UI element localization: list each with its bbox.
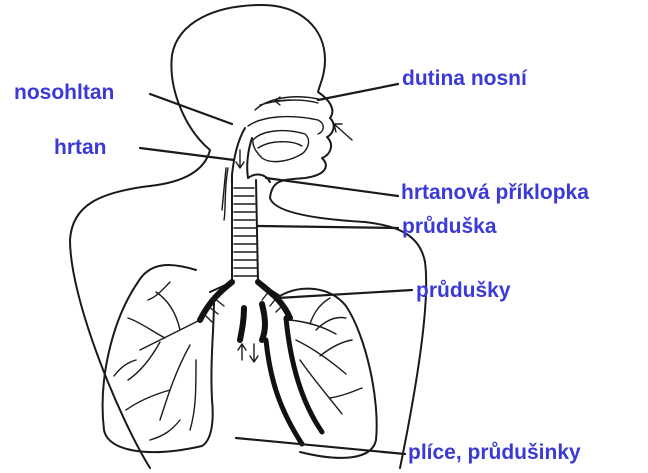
label-hrtan: hrtan xyxy=(54,137,107,158)
lung-right-bronchioles xyxy=(266,318,322,444)
leader-nosohltan xyxy=(150,94,232,124)
leader-priklopka xyxy=(266,178,398,196)
label-hrtanova-priklopka: hrtanová příklopka xyxy=(401,182,589,203)
leader-pruduska xyxy=(258,226,398,228)
flow-arrows xyxy=(238,344,258,362)
label-prudusky: průdušky xyxy=(416,280,511,301)
leader-plice xyxy=(236,438,405,454)
heart-vessels xyxy=(240,304,265,340)
label-dutina-nosni: dutina nosní xyxy=(402,68,527,89)
leader-hrtan xyxy=(140,148,234,160)
tongue xyxy=(258,142,302,148)
label-plice-prudusinky: plíce, průdušinky xyxy=(408,442,581,463)
trachea-right xyxy=(256,180,280,296)
trachea-rings xyxy=(234,188,257,276)
esophagus xyxy=(222,168,228,220)
leader-dutina xyxy=(318,84,398,100)
nasal-cavity xyxy=(248,97,323,134)
lung-left-branches xyxy=(114,282,200,440)
label-pruduska: průduška xyxy=(402,216,497,237)
leader-prudusky xyxy=(278,290,412,298)
label-leader-lines xyxy=(140,84,412,454)
trachea-left xyxy=(210,180,232,292)
airflow-arrow xyxy=(334,124,352,140)
airflow-down-arrow xyxy=(236,150,244,168)
label-nosohltan: nosohltan xyxy=(14,82,114,103)
